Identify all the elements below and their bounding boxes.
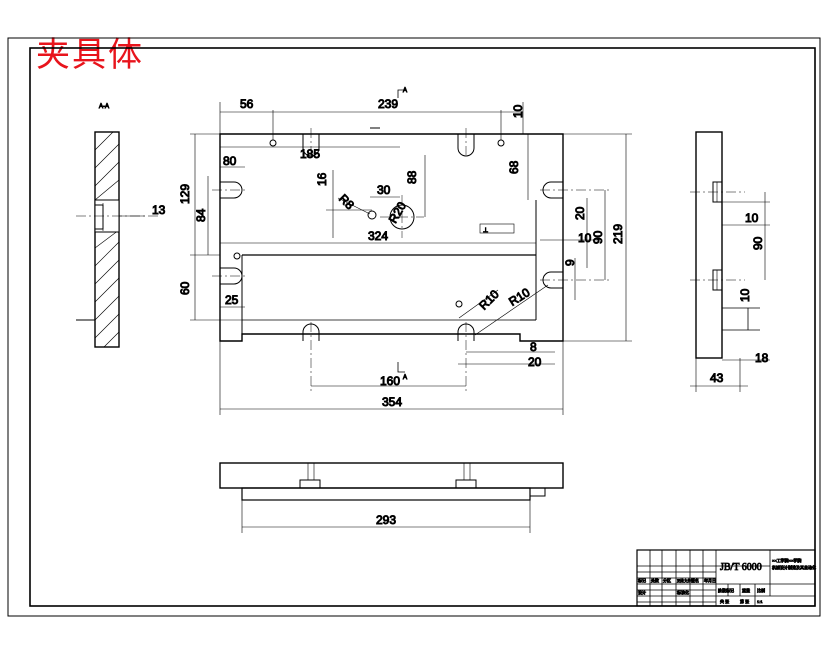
radius-20: R20 bbox=[386, 199, 409, 225]
label-standardize: 标准化 bbox=[677, 589, 689, 595]
radius-10-b: R10 bbox=[506, 285, 532, 309]
dim-354: 354 bbox=[382, 395, 402, 409]
dim-10-right: 10 bbox=[578, 231, 592, 245]
dim-10-top: 10 bbox=[511, 104, 525, 118]
bottom-view: 293 bbox=[219, 462, 564, 533]
scale-value: 1:1 bbox=[757, 599, 763, 604]
dim-219: 219 bbox=[611, 224, 625, 244]
dim-90-right-view: 90 bbox=[751, 236, 765, 250]
label-count: 处数 bbox=[651, 577, 659, 583]
dim-18: 18 bbox=[755, 351, 769, 365]
dim-88: 88 bbox=[405, 170, 419, 184]
dim-20-bottom: 20 bbox=[528, 355, 542, 369]
company-line-2: 机械设计制造及其自动化 bbox=[772, 564, 816, 570]
dim-84: 84 bbox=[194, 208, 208, 222]
section-mark-bottom: A bbox=[403, 375, 407, 381]
dim-129: 129 bbox=[178, 184, 192, 204]
label-scale: 比例 bbox=[757, 587, 765, 593]
label-weight: 重量 bbox=[742, 587, 750, 593]
hatching bbox=[94, 131, 120, 348]
dim-68: 68 bbox=[507, 160, 521, 174]
dim-10-right-view-a: 10 bbox=[745, 211, 759, 225]
dim-25: 25 bbox=[225, 293, 239, 307]
dim-185: 185 bbox=[300, 147, 320, 161]
company-line-1: ××工学院××学院 bbox=[772, 557, 801, 563]
drawing-title: 夹具体 bbox=[36, 35, 144, 75]
dim-160: 160 bbox=[380, 374, 400, 388]
label-zone: 分区 bbox=[663, 577, 671, 583]
label-design: 设计 bbox=[638, 589, 646, 595]
label-date: 年月日 bbox=[704, 577, 716, 583]
standard-code: JB/T 6000 bbox=[720, 562, 762, 573]
dim-9: 9 bbox=[563, 259, 577, 266]
label-sheet: 第 张 bbox=[740, 598, 749, 604]
dim-43: 43 bbox=[710, 371, 724, 385]
radius-10-a: R10 bbox=[476, 287, 502, 313]
dim-80: 80 bbox=[223, 154, 237, 168]
inner-border bbox=[29, 47, 816, 607]
front-view: 56 239 10 A 185 80 16 30 88 68 R8 R20 32… bbox=[178, 88, 632, 415]
outer-border bbox=[7, 37, 821, 617]
dim-10-right-view-b: 10 bbox=[738, 288, 752, 302]
left-section-view: A-A 13 bbox=[76, 104, 166, 348]
dim-90: 90 bbox=[591, 230, 605, 244]
dim-30: 30 bbox=[377, 183, 391, 197]
label-sheets: 共 张 bbox=[720, 598, 729, 604]
dim-324: 324 bbox=[368, 229, 388, 243]
label-marks: 标记 bbox=[638, 577, 646, 583]
section-mark-top: A bbox=[403, 88, 407, 94]
datum-label: ⊥ bbox=[483, 227, 488, 234]
dim-16: 16 bbox=[315, 172, 329, 186]
dim-56: 56 bbox=[240, 97, 254, 111]
label-signature: 签名 bbox=[691, 577, 699, 583]
label-stage: 阶段标记 bbox=[718, 587, 734, 593]
dim-13: 13 bbox=[152, 203, 166, 217]
dim-60: 60 bbox=[178, 281, 192, 295]
dim-8: 8 bbox=[530, 340, 537, 354]
title-block: JB/T 6000 ××工学院××学院 机械设计制造及其自动化 标记 处数 分区… bbox=[636, 549, 816, 607]
dim-293: 293 bbox=[376, 513, 396, 527]
right-side-view: 10 90 10 18 43 bbox=[690, 131, 770, 392]
label-change-doc: 更改文件号 bbox=[677, 578, 695, 583]
section-label-left: A-A bbox=[99, 104, 109, 110]
dim-239: 239 bbox=[378, 97, 398, 111]
dim-20-right: 20 bbox=[573, 206, 587, 220]
